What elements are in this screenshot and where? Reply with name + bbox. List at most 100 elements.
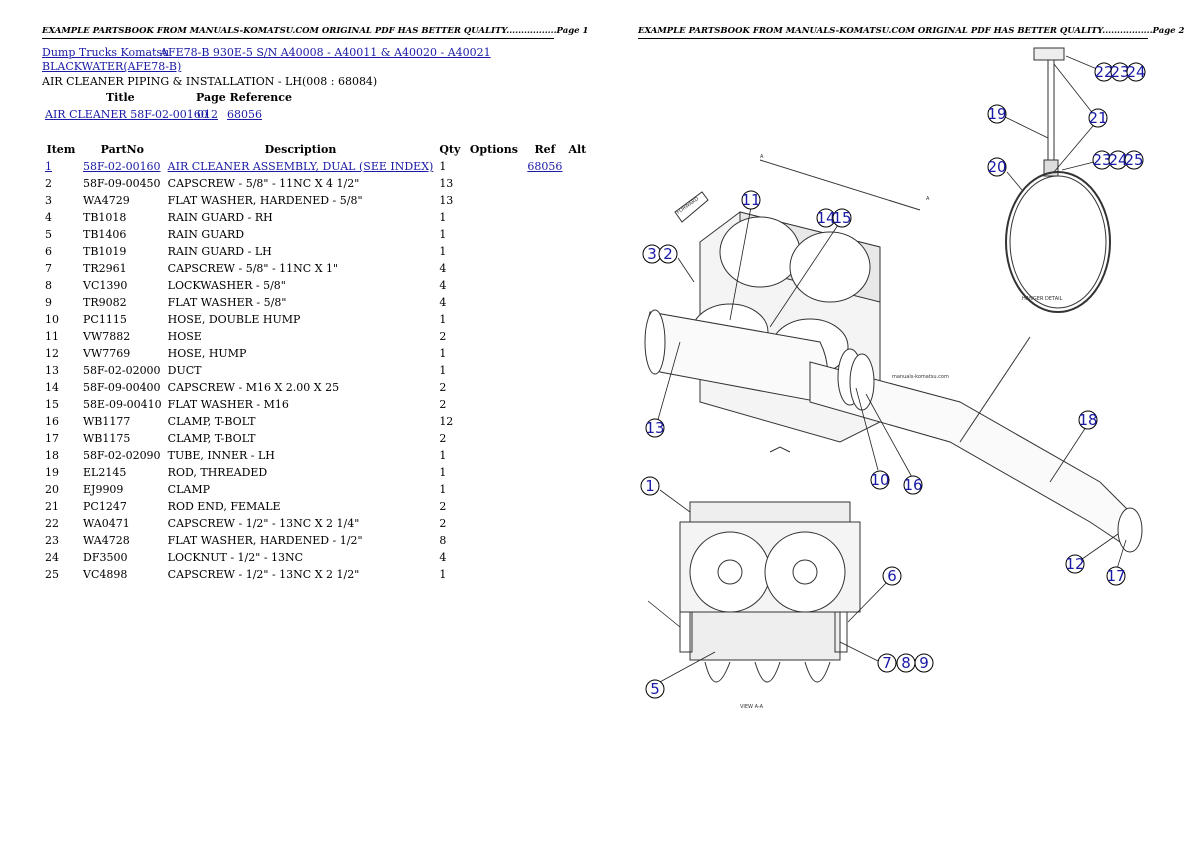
quantity-cell: 1	[436, 209, 463, 226]
quantity: 1	[439, 364, 447, 377]
item-number-cell: 8	[42, 277, 80, 294]
options-cell	[463, 379, 524, 396]
part-description-cell: HOSE	[165, 328, 437, 345]
options-cell	[463, 430, 524, 447]
item-number-cell: 21	[42, 498, 80, 515]
part-description-cell: CAPSCREW - 1/2" - 13NC X 2 1/4"	[165, 515, 437, 532]
parts-table-header: Item PartNo Description Qty Options Ref …	[42, 141, 589, 158]
part-number-cell: VW7769	[80, 345, 165, 362]
callout-bubble: 25	[1124, 150, 1144, 170]
part-description-link[interactable]: AIR CLEANER ASSEMBLY, DUAL (SEE INDEX)	[167, 160, 434, 173]
part-number-cell: TB1406	[80, 226, 165, 243]
reference-cell	[524, 396, 565, 413]
options-cell	[463, 447, 524, 464]
part-number-link[interactable]: 58F-02-00160	[83, 160, 161, 173]
part-number: PC1247	[83, 500, 127, 513]
callout-number: 8	[901, 654, 911, 672]
part-number: TB1406	[83, 228, 127, 241]
hanger-detail-label: HANGER DETAIL	[1022, 296, 1063, 302]
item-number: 2	[45, 177, 52, 190]
reference-page-link-012[interactable]: 012	[197, 108, 218, 121]
part-description: ROD, THREADED	[167, 466, 268, 479]
item-number-link[interactable]: 1	[45, 160, 52, 173]
options-cell	[463, 464, 524, 481]
part-description-cell: LOCKNUT - 1/2" - 13NC	[165, 549, 437, 566]
part-description-cell: AIR CLEANER ASSEMBLY, DUAL (SEE INDEX)	[165, 158, 437, 175]
part-number: WA0471	[83, 517, 130, 530]
quantity-cell: 13	[436, 175, 463, 192]
forward-arrow-icon	[674, 191, 709, 223]
quantity: 2	[439, 517, 447, 530]
item-number: 10	[45, 313, 59, 326]
reference-cell	[524, 379, 565, 396]
part-description: CAPSCREW - M16 X 2.00 X 25	[167, 381, 340, 394]
alternate-cell	[565, 345, 589, 362]
callout-number: 6	[887, 567, 897, 585]
alternate-cell	[565, 209, 589, 226]
part-number-cell: EL2145	[80, 464, 165, 481]
leader-lines	[647, 55, 1127, 684]
part-number-cell: EJ9909	[80, 481, 165, 498]
item-number: 24	[45, 551, 59, 564]
quantity-cell: 4	[436, 294, 463, 311]
options-cell	[463, 192, 524, 209]
part-description-cell: ROD, THREADED	[165, 464, 437, 481]
reference-page-link-68056[interactable]: 68056	[227, 108, 262, 121]
callout-bubble: 21	[1088, 108, 1108, 128]
item-number: 17	[45, 432, 59, 445]
quantity: 1	[439, 160, 447, 173]
quantity: 1	[439, 483, 447, 496]
part-description-cell: CAPSCREW - 1/2" - 13NC X 2 1/2"	[165, 566, 437, 583]
callout-circle	[1088, 108, 1108, 128]
section-line-a	[759, 159, 921, 211]
alternate-cell	[565, 277, 589, 294]
alternate-cell	[565, 311, 589, 328]
part-number-cell: TB1018	[80, 209, 165, 226]
part-number: VW7882	[83, 330, 131, 343]
reference-cell: 68056	[524, 158, 565, 175]
reference-cell	[524, 430, 565, 447]
breadcrumb-link-model[interactable]: AFE78-B 930E-5 S/N A40008 - A40011 & A40…	[160, 46, 491, 59]
alternate-cell	[565, 362, 589, 379]
callout-bubble: 11	[741, 190, 761, 210]
item-number-cell: 7	[42, 260, 80, 277]
options-cell	[463, 243, 524, 260]
item-number: 8	[45, 279, 52, 292]
item-number-cell: 9	[42, 294, 80, 311]
callout-number: 24	[1126, 63, 1145, 81]
options-cell	[463, 515, 524, 532]
callout-bubble: 19	[987, 104, 1007, 124]
reference-link[interactable]: 68056	[527, 160, 563, 173]
options-cell	[463, 532, 524, 549]
alternate-cell	[565, 328, 589, 345]
part-description-cell: FLAT WASHER - 5/8"	[165, 294, 437, 311]
part-number: EJ9909	[83, 483, 124, 496]
part-description-cell: FLAT WASHER, HARDENED - 5/8"	[165, 192, 437, 209]
callout-bubble: 22	[1094, 62, 1114, 82]
quantity: 4	[439, 551, 447, 564]
reference-cell	[524, 277, 565, 294]
breadcrumb-link-blackwater[interactable]: BLACKWATER(AFE78-B)	[42, 60, 182, 73]
callout-circle	[877, 653, 897, 673]
quantity-cell: 1	[436, 566, 463, 583]
part-description: FLAT WASHER, HARDENED - 1/2"	[167, 534, 363, 547]
item-number-cell: 25	[42, 566, 80, 583]
options-cell	[463, 413, 524, 430]
breadcrumb-link-dump-trucks[interactable]: Dump Trucks Komatsu	[42, 46, 170, 59]
part-description: RAIN GUARD	[167, 228, 245, 241]
quantity-cell: 1	[436, 464, 463, 481]
quantity-cell: 8	[436, 532, 463, 549]
view-a-a-label: VIEW A-A	[740, 704, 764, 710]
reference-cell	[524, 549, 565, 566]
options-cell	[463, 158, 524, 175]
quantity: 13	[439, 177, 454, 190]
item-number: 12	[45, 347, 59, 360]
part-description: CLAMP, T-BOLT	[167, 432, 256, 445]
quantity-cell: 2	[436, 396, 463, 413]
quantity: 1	[439, 449, 447, 462]
part-number: 58F-02-02000	[83, 364, 161, 377]
reference-title-link[interactable]: AIR CLEANER 58F-02-00160	[45, 108, 208, 121]
part-number-cell: VC1390	[80, 277, 165, 294]
alternate-cell	[565, 396, 589, 413]
